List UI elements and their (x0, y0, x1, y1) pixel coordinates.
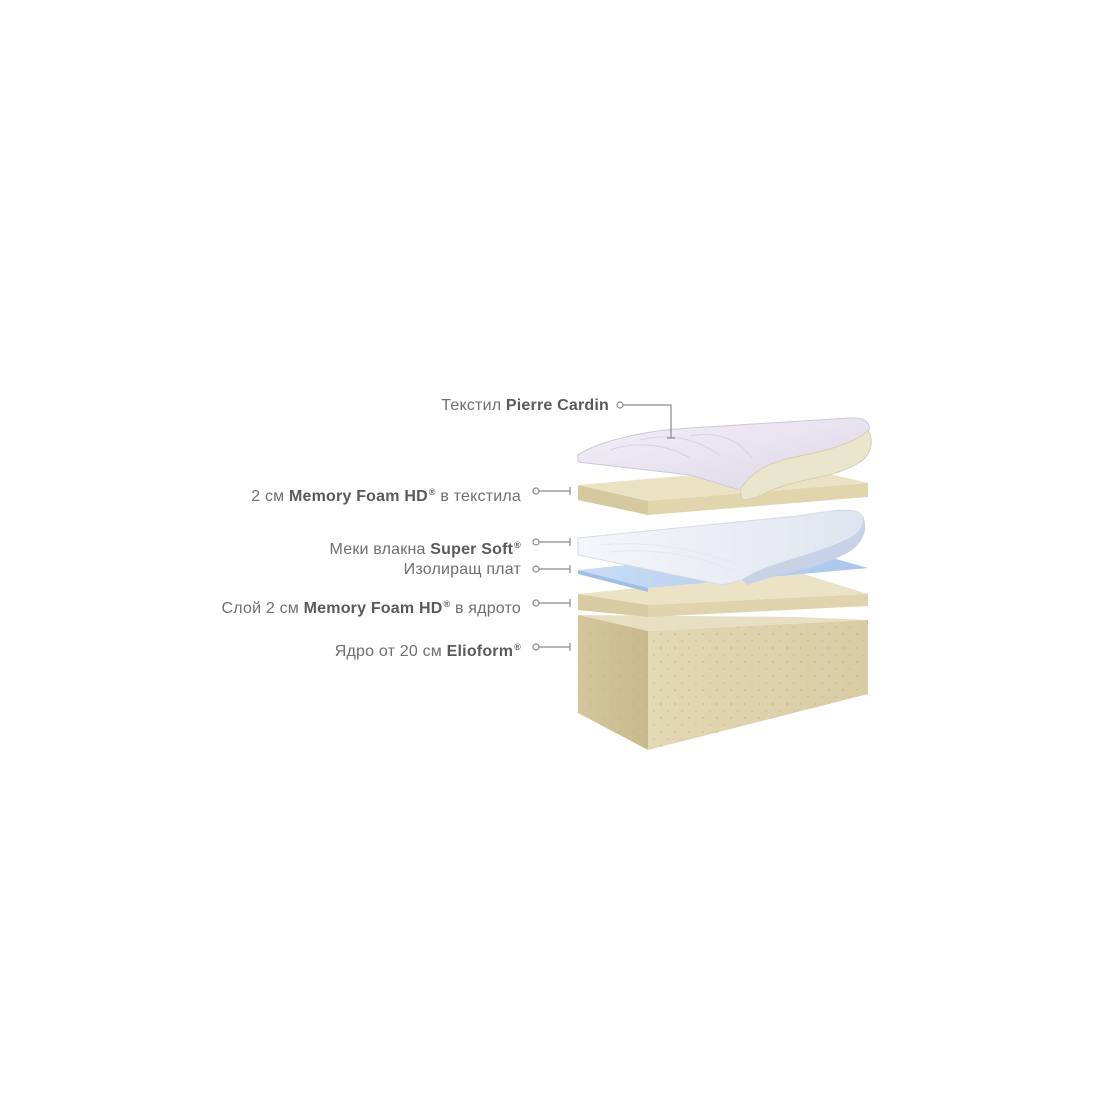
memory-foam-core-layer (578, 572, 868, 617)
label-core-prefix: Ядро от 20 см (334, 643, 447, 660)
leader-memory-core (532, 599, 571, 607)
label-textile-prefix: Текстил (441, 397, 506, 414)
leader-super-soft (532, 538, 571, 546)
leader-textile (616, 401, 675, 439)
label-super-soft-brand: Super Soft (430, 541, 514, 558)
leader-memory-top (532, 487, 571, 495)
label-memory-top-prefix: 2 см (251, 488, 289, 505)
registered-mark: ® (443, 599, 451, 609)
label-memory-foam-top: 2 см Memory Foam HD® в текстила (251, 482, 521, 507)
label-memory-core-brand: Memory Foam HD (303, 600, 443, 617)
label-insulating-text: Изолиращ плат (403, 561, 521, 578)
registered-mark: ® (514, 540, 521, 550)
leader-core (532, 643, 571, 651)
label-memory-foam-core: Слой 2 см Memory Foam HD® в ядрото (222, 594, 522, 619)
label-insulating-fabric: Изолиращ плат (404, 560, 521, 580)
label-memory-core-prefix: Слой 2 см (221, 600, 304, 617)
label-super-soft: Меки влакна Super Soft® (330, 535, 521, 560)
registered-mark: ® (428, 487, 436, 497)
core-block (578, 615, 868, 750)
label-core-brand: Elioform (446, 643, 514, 660)
textile-layer (577, 417, 872, 501)
label-textile-brand: Pierre Cardin (505, 397, 609, 414)
label-memory-top-suffix: в текстила (435, 488, 521, 505)
leader-insulating (532, 565, 571, 573)
label-textile: Текстил Pierre Cardin (441, 396, 609, 416)
label-super-soft-prefix: Меки влакна (329, 541, 431, 558)
registered-mark: ® (514, 642, 521, 652)
super-soft-fiber-layer (577, 509, 866, 586)
label-memory-top-brand: Memory Foam HD (289, 488, 428, 505)
label-memory-core-suffix: в ядрото (450, 600, 521, 617)
label-core: Ядро от 20 см Elioform® (335, 637, 521, 662)
leader-lines (532, 401, 675, 651)
